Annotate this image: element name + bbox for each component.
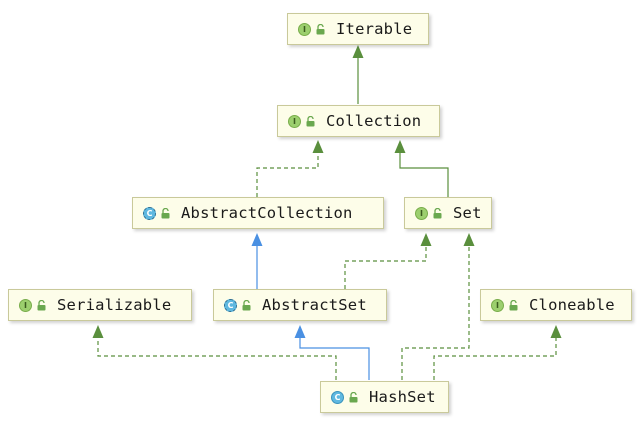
interface-icon: I [298, 22, 311, 36]
unlocked-padlock-icon [509, 299, 518, 311]
node-abstractset[interactable]: C AbstractSet [213, 289, 387, 321]
node-label: Set [453, 204, 482, 222]
node-label: Iterable [336, 20, 413, 38]
node-hashset[interactable]: C HashSet [320, 381, 449, 413]
unlocked-padlock-icon [161, 207, 170, 219]
unlocked-padlock-icon [433, 207, 442, 219]
edge-hashset-abstractset [299, 338, 370, 380]
class-icon: C [331, 390, 344, 404]
unlocked-padlock-icon [37, 299, 46, 311]
arrowhead-collection-right [394, 140, 406, 153]
arrowhead-abstractset [294, 325, 306, 338]
abstract-class-icon: C [143, 206, 156, 220]
node-abstractcollection[interactable]: C AbstractCollection [132, 197, 384, 229]
edge-hashset-set [401, 246, 470, 380]
unlocked-padlock-icon [306, 115, 315, 127]
node-cloneable[interactable]: I Cloneable [480, 289, 632, 321]
node-label: Serializable [57, 296, 172, 314]
node-label: AbstractCollection [181, 204, 353, 222]
arrowhead-collection-left [312, 140, 324, 153]
interface-icon: I [288, 114, 301, 128]
edge-hashset-cloneable [433, 338, 557, 380]
node-label: AbstractSet [262, 296, 367, 314]
node-iterable[interactable]: I Iterable [287, 13, 429, 45]
arrowhead-abstractcollection [251, 233, 263, 246]
edge-set-collection [399, 153, 449, 197]
interface-icon: I [19, 298, 32, 312]
node-label: Collection [326, 112, 422, 130]
abstract-class-icon: C [224, 298, 237, 312]
node-label: Cloneable [529, 296, 615, 314]
node-label: HashSet [369, 388, 436, 406]
edge-abstractcollection-collection [256, 153, 319, 197]
edge-hashset-serializable [97, 338, 337, 380]
interface-icon: I [491, 298, 504, 312]
arrowhead-set-right [463, 233, 475, 246]
arrowhead-cloneable [550, 325, 562, 338]
arrowhead-iterable [352, 45, 364, 58]
edge-abstractset-set [344, 246, 427, 289]
node-serializable[interactable]: I Serializable [8, 289, 192, 321]
node-collection[interactable]: I Collection [277, 105, 440, 137]
unlocked-padlock-icon [316, 23, 325, 35]
interface-icon: I [415, 206, 428, 220]
node-set[interactable]: I Set [404, 197, 492, 229]
arrowhead-set-left [420, 233, 432, 246]
arrowhead-serializable [92, 325, 104, 338]
unlocked-padlock-icon [242, 299, 251, 311]
unlocked-padlock-icon [349, 391, 358, 403]
